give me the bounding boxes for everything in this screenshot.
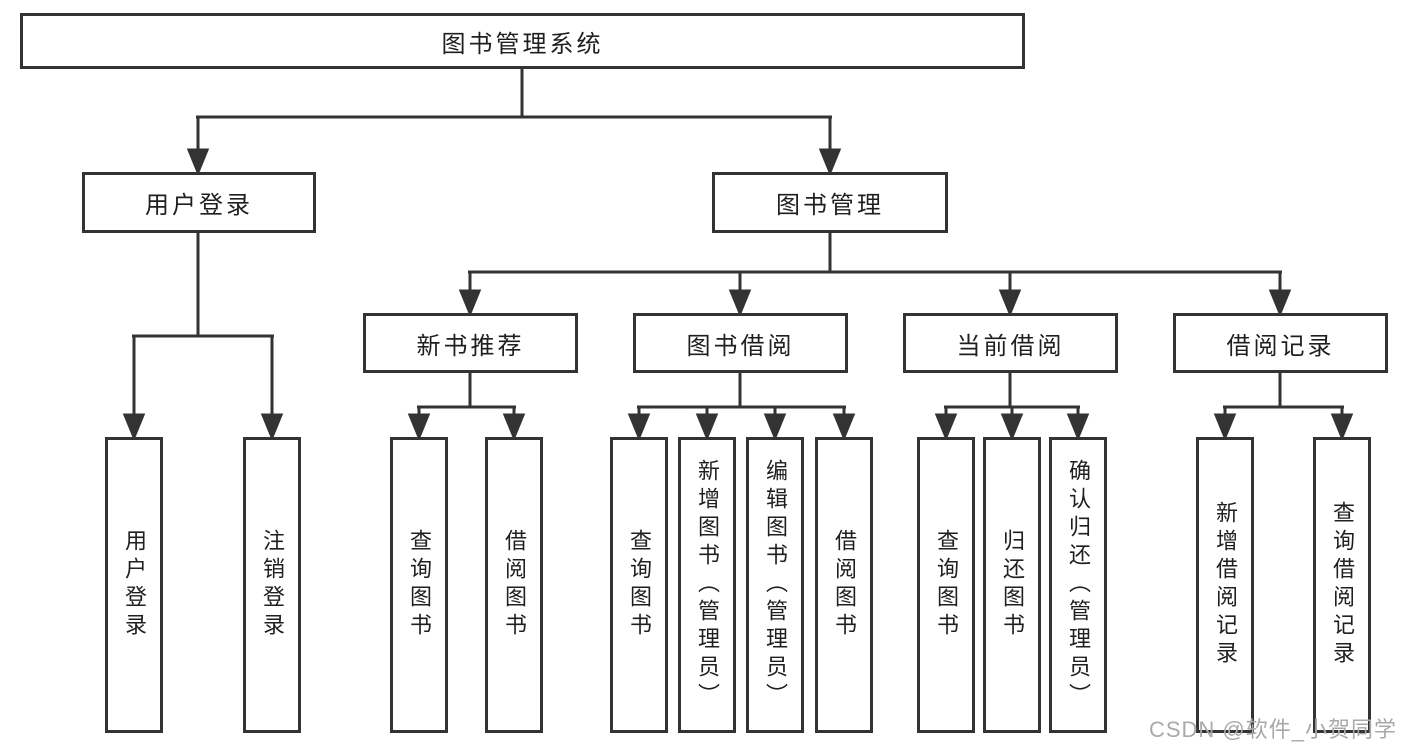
node-library-management-system: 图书管理系统 bbox=[20, 13, 1025, 69]
leaf-label: 注销登录 bbox=[260, 529, 285, 641]
node-new-book-recommend: 新书推荐 bbox=[363, 313, 578, 373]
node-label: 借阅记录 bbox=[1226, 332, 1335, 360]
leaf-label: 新增图书（管理员） bbox=[695, 459, 720, 711]
node-label: 图书借阅 bbox=[686, 332, 795, 360]
leaf-label: 查询图书 bbox=[934, 529, 959, 641]
node-user-login: 用户登录 bbox=[82, 172, 316, 233]
leaf-label: 确认归还（管理员） bbox=[1066, 459, 1091, 711]
node-label: 用户登录 bbox=[145, 192, 253, 219]
node-book-borrow: 图书借阅 bbox=[633, 313, 848, 373]
node-label: 图书管理 bbox=[776, 192, 884, 219]
leaf-borrow-add-books-admin: 新增图书（管理员） bbox=[678, 437, 736, 733]
leaf-current-return-books: 归还图书 bbox=[983, 437, 1041, 733]
leaf-label: 查询图书 bbox=[407, 529, 432, 641]
leaf-label: 查询借阅记录 bbox=[1330, 501, 1355, 669]
node-current-borrow: 当前借阅 bbox=[903, 313, 1118, 373]
leaf-label: 用户登录 bbox=[122, 529, 147, 641]
leaf-label: 借阅图书 bbox=[502, 529, 527, 641]
leaf-borrow-query-books: 查询图书 bbox=[610, 437, 668, 733]
leaf-records-add-borrow-record: 新增借阅记录 bbox=[1196, 437, 1254, 733]
leaf-label: 借阅图书 bbox=[832, 529, 857, 641]
leaf-label: 编辑图书（管理员） bbox=[763, 459, 788, 711]
leaf-user-login: 用户登录 bbox=[105, 437, 163, 733]
leaf-records-query-borrow-record: 查询借阅记录 bbox=[1313, 437, 1371, 733]
node-book-management: 图书管理 bbox=[712, 172, 948, 233]
leaf-recommend-borrow-books: 借阅图书 bbox=[485, 437, 543, 733]
leaf-label: 新增借阅记录 bbox=[1213, 501, 1238, 669]
leaf-logout: 注销登录 bbox=[243, 437, 301, 733]
leaf-borrow-borrow-books: 借阅图书 bbox=[815, 437, 873, 733]
node-borrow-records: 借阅记录 bbox=[1173, 313, 1388, 373]
watermark: CSDN @软件_小贺同学 bbox=[1148, 717, 1397, 742]
leaf-recommend-query-books: 查询图书 bbox=[390, 437, 448, 733]
leaf-current-query-books: 查询图书 bbox=[917, 437, 975, 733]
leaf-borrow-edit-books-admin: 编辑图书（管理员） bbox=[746, 437, 804, 733]
leaf-current-confirm-return-admin: 确认归还（管理员） bbox=[1049, 437, 1107, 733]
node-label: 新书推荐 bbox=[416, 332, 525, 360]
leaf-label: 查询图书 bbox=[627, 529, 652, 641]
node-label: 当前借阅 bbox=[956, 332, 1065, 360]
node-label: 图书管理系统 bbox=[441, 30, 604, 58]
leaf-label: 归还图书 bbox=[1000, 529, 1025, 641]
